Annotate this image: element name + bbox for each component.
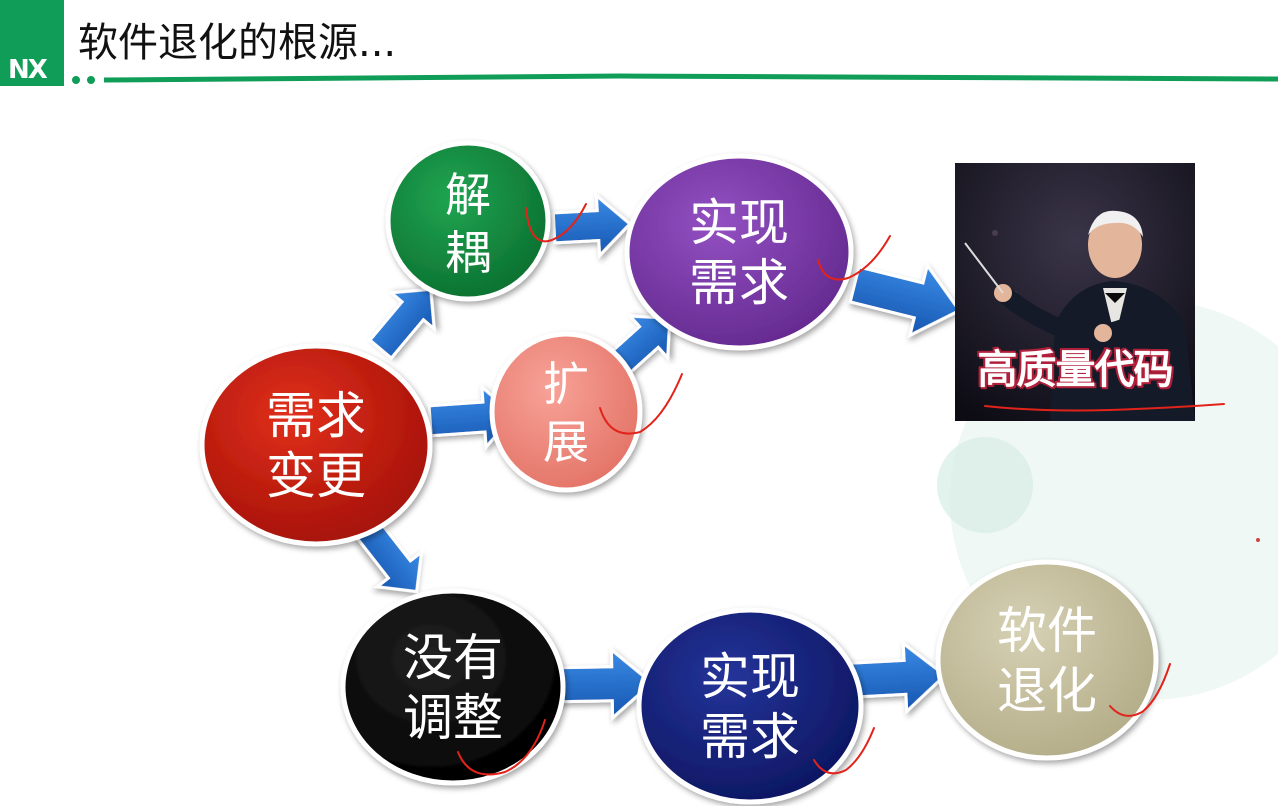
logo-block: NX [0,0,64,86]
node-no-adjust: 没有 调整 [340,588,566,786]
header-rule [72,73,1278,84]
node-extend: 扩 展 [489,331,643,493]
result-caption: 高质量代码 [977,347,1174,393]
node-no-adjust-line2: 调整 [403,689,503,747]
node-no-adjust-line1: 没有 [403,629,503,687]
node-requirement-change-line1: 需求 [266,387,366,445]
arrow-decouple-to-implement [551,192,633,260]
node-decouple: 解 耦 [385,140,551,302]
arrow-change-to-decouple [367,287,436,361]
node-requirement-change: 需求 变更 [199,343,433,547]
node-extend-line1: 扩 [543,357,589,411]
node-implement-top-line2: 需求 [689,254,789,312]
node-decouple-line2: 耦 [445,226,491,280]
node-software-degrade: 软件 退化 [935,559,1159,761]
node-requirement-change-line2: 变更 [266,447,366,505]
node-extend-line2: 展 [543,415,589,469]
node-decouple-line1: 解 [445,168,491,222]
node-software-degrade-line2: 退化 [997,662,1097,720]
arrow-implement-to-result [848,261,962,339]
node-implement-bottom-line1: 实现 [700,648,800,706]
node-implement-top: 实现 需求 [624,153,854,351]
logo-text: NX [8,55,48,85]
slide-title: 软件退化的根源... [78,20,397,66]
node-implement-top-line1: 实现 [689,194,789,252]
conductor-illustration [955,163,1195,421]
node-software-degrade-line1: 软件 [997,602,1097,660]
node-implement-bottom: 实现 需求 [636,607,864,805]
conductor-photo: 高质量代码 [955,163,1195,421]
node-implement-bottom-line2: 需求 [700,708,800,766]
arrow-change-to-no-adjust [355,519,424,594]
